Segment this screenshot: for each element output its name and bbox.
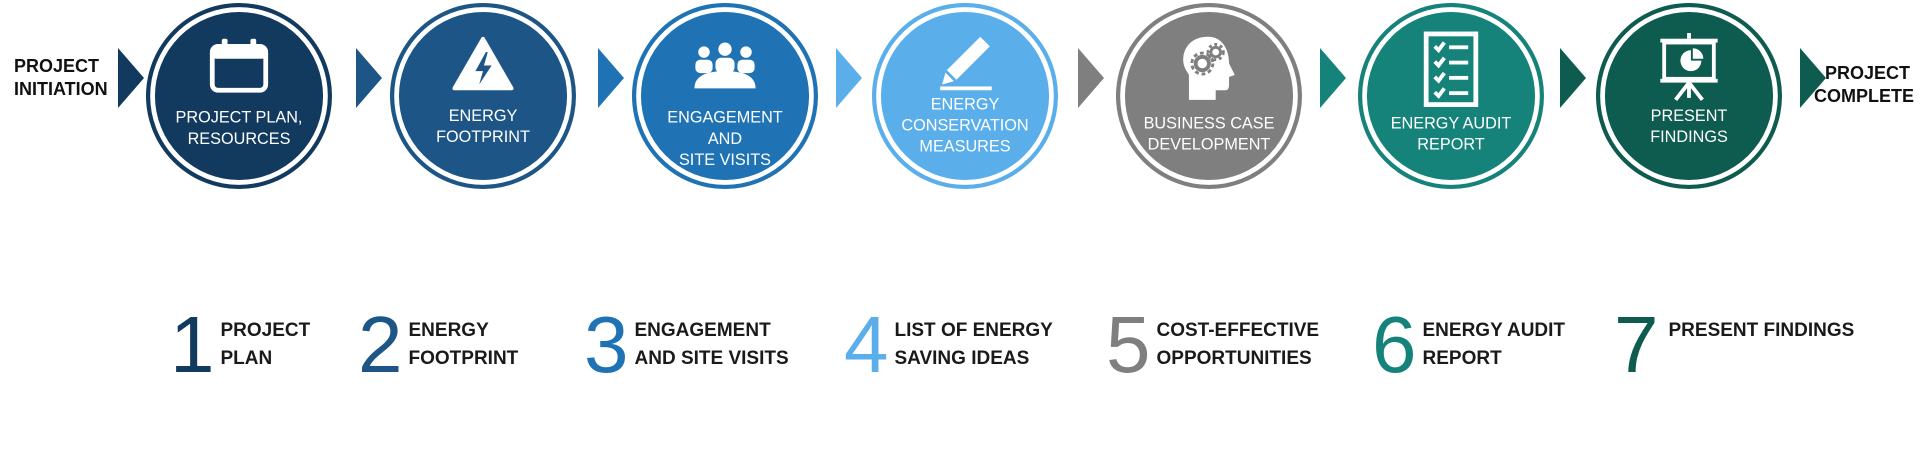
stage-7-label-line-1: PRESENT <box>1650 106 1728 125</box>
output-3-text: ENGAGEMENT AND SITE VISITS <box>635 317 789 373</box>
stage-5-label: BUSINESS CASE DEVELOPMENT <box>1133 113 1286 155</box>
output-7-line-1: PRESENT FINDINGS <box>1668 320 1855 341</box>
stage-4-label-line-3: MEASURES <box>919 137 1011 156</box>
checklist-icon <box>1423 31 1479 107</box>
output-2-text: ENERGY FOOTPRINT <box>409 317 519 373</box>
stage-2-label-line-2: FOOTPRINT <box>436 127 530 146</box>
arrow-2 <box>598 48 624 108</box>
stage-1-label-line-2: RESOURCES <box>187 129 291 148</box>
project-initiation-line-1: PROJECT <box>14 56 100 76</box>
stage-4-label-line-1: ENERGY <box>930 95 1000 114</box>
arrow-0 <box>118 48 144 108</box>
output-5-text: COST-EFFECTIVE OPPORTUNITIES <box>1157 317 1320 373</box>
stage-5-label-line-1: BUSINESS CASE <box>1143 114 1275 133</box>
output-5-line-1: COST-EFFECTIVE <box>1156 320 1320 341</box>
output-7-text: PRESENT FINDINGS <box>1669 317 1855 345</box>
output-3-line-1: ENGAGEMENT <box>634 320 771 341</box>
arrow-5 <box>1320 48 1346 108</box>
arrow-6 <box>1560 48 1586 108</box>
calendar-icon <box>208 37 269 94</box>
output-4-number: 4 <box>844 300 889 389</box>
output-6: 6 ENERGY AUDIT REPORT <box>1372 305 1565 385</box>
head-gears-icon <box>1179 35 1238 102</box>
arrow-1 <box>356 48 382 108</box>
output-1-line-2: PLAN <box>220 348 273 369</box>
output-4-text: LIST OF ENERGY SAVING IDEAS <box>895 317 1053 373</box>
output-4: 4 LIST OF ENERGY SAVING IDEAS <box>844 305 1053 385</box>
output-1: 1 PROJECT PLAN <box>170 305 310 385</box>
output-7: 7 PRESENT FINDINGS <box>1614 305 1854 385</box>
stage-2-label: ENERGY FOOTPRINT <box>407 106 560 148</box>
output-2-line-2: FOOTPRINT <box>408 348 519 369</box>
output-5-line-2: OPPORTUNITIES <box>1156 348 1312 369</box>
stage-6-label: ENERGY AUDIT REPORT <box>1375 113 1528 155</box>
stage-audit-report: ENERGY AUDIT REPORT <box>1362 7 1540 185</box>
project-complete-line-2: COMPLETE <box>1814 86 1915 106</box>
output-2: 2 ENERGY FOOTPRINT <box>358 305 518 385</box>
output-3-line-2: AND SITE VISITS <box>634 348 789 369</box>
stage-energy-footprint: ENERGY FOOTPRINT <box>394 7 572 185</box>
output-6-line-2: REPORT <box>1422 348 1502 369</box>
lightning-warning-icon <box>452 36 514 92</box>
stage-7-label-line-2: FINDINGS <box>1650 127 1728 146</box>
output-1-text: PROJECT PLAN <box>221 317 311 373</box>
output-1-line-1: PROJECT <box>220 320 311 341</box>
output-6-line-1: ENERGY AUDIT <box>1422 320 1566 341</box>
output-7-number: 7 <box>1614 300 1659 389</box>
arrow-3 <box>836 48 862 108</box>
stage-5-label-line-2: DEVELOPMENT <box>1147 135 1271 154</box>
project-complete-line-1: PROJECT <box>1824 63 1910 83</box>
output-5-number: 5 <box>1106 300 1151 389</box>
project-initiation-line-2: INITIATION <box>14 79 108 99</box>
arrow-7 <box>1800 48 1826 108</box>
stage-3-label: ENGAGEMENT AND SITE VISITS <box>649 107 802 170</box>
output-5: 5 COST-EFFECTIVE OPPORTUNITIES <box>1106 305 1319 385</box>
stage-1-label: PROJECT PLAN, RESOURCES <box>163 107 316 149</box>
output-4-line-1: LIST OF ENERGY <box>894 320 1053 341</box>
group-meeting-icon <box>691 41 760 91</box>
output-6-number: 6 <box>1372 300 1417 389</box>
project-complete-label: PROJECT COMPLETE <box>1814 62 1915 108</box>
output-1-number: 1 <box>170 300 215 389</box>
stage-conservation-measures: ENERGY CONSERVATION MEASURES <box>876 7 1054 185</box>
output-3-number: 3 <box>584 300 629 389</box>
stage-project-plan: PROJECT PLAN, RESOURCES <box>150 7 328 185</box>
output-3: 3 ENGAGEMENT AND SITE VISITS <box>584 305 789 385</box>
presentation-board-icon <box>1655 32 1724 102</box>
arrow-4 <box>1078 48 1104 108</box>
stage-2-label-line-1: ENERGY <box>448 106 518 125</box>
stage-7-label: PRESENT FINDINGS <box>1613 106 1766 148</box>
stage-4-label-line-2: CONSERVATION <box>901 116 1029 135</box>
stage-present-findings: PRESENT FINDINGS <box>1600 7 1778 185</box>
output-2-number: 2 <box>358 300 403 389</box>
output-2-line-1: ENERGY <box>408 320 489 341</box>
stage-6-label-line-2: REPORT <box>1417 135 1485 154</box>
output-4-line-2: SAVING IDEAS <box>894 348 1030 369</box>
stage-6-label-line-1: ENERGY AUDIT <box>1390 114 1512 133</box>
project-initiation-label: PROJECT INITIATION <box>14 55 108 101</box>
stage-1-label-line-1: PROJECT PLAN, <box>175 108 303 127</box>
stage-3-label-line-1: ENGAGEMENT AND <box>667 108 783 148</box>
stage-4-label: ENERGY CONSERVATION MEASURES <box>889 94 1042 157</box>
output-6-text: ENERGY AUDIT REPORT <box>1423 317 1566 373</box>
stage-business-case: BUSINESS CASE DEVELOPMENT <box>1120 7 1298 185</box>
stage-engagement: ENGAGEMENT AND SITE VISITS <box>636 7 814 185</box>
stage-3-label-line-2: SITE VISITS <box>678 150 772 169</box>
pencil-icon <box>934 33 995 92</box>
